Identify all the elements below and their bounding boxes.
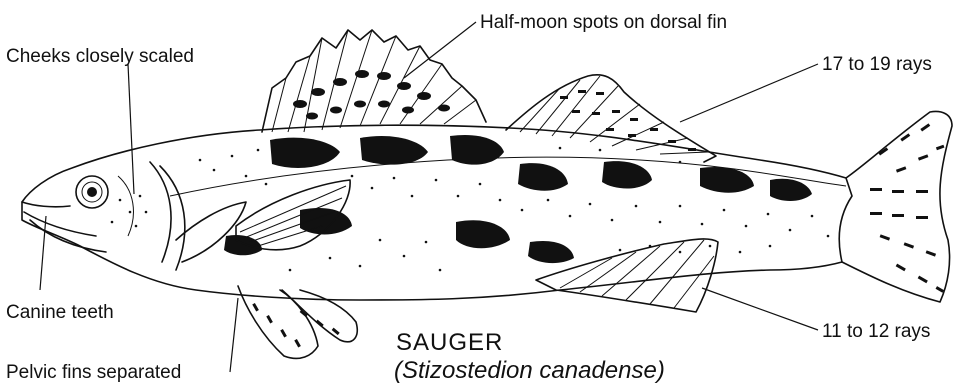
label-rays-anal: 11 to 12 rays xyxy=(822,321,930,342)
soft-dorsal-fin xyxy=(506,75,716,162)
leader-lines xyxy=(40,22,818,372)
species-scientific-name: (Stizostedion canadense) xyxy=(394,357,665,384)
sauger-illustration xyxy=(22,30,952,358)
leader-pelvic xyxy=(230,298,238,372)
leader-dorsal-spots xyxy=(404,22,476,78)
label-dorsal-spots: Half-moon spots on dorsal fin xyxy=(480,12,727,33)
spiny-dorsal-fin xyxy=(262,30,486,132)
leader-cheeks xyxy=(128,64,134,194)
label-pelvic: Pelvic fins separated xyxy=(6,362,181,383)
fish-head xyxy=(22,162,246,270)
leader-rays-anal xyxy=(702,288,818,330)
leader-canine xyxy=(40,216,46,290)
label-rays-dorsal: 17 to 19 rays xyxy=(822,54,932,75)
leader-rays-dorsal xyxy=(680,64,818,122)
label-cheeks: Cheeks closely scaled xyxy=(6,46,194,67)
species-common-name: SAUGER xyxy=(396,329,503,356)
caudal-fin xyxy=(842,112,952,302)
label-canine: Canine teeth xyxy=(6,302,114,323)
